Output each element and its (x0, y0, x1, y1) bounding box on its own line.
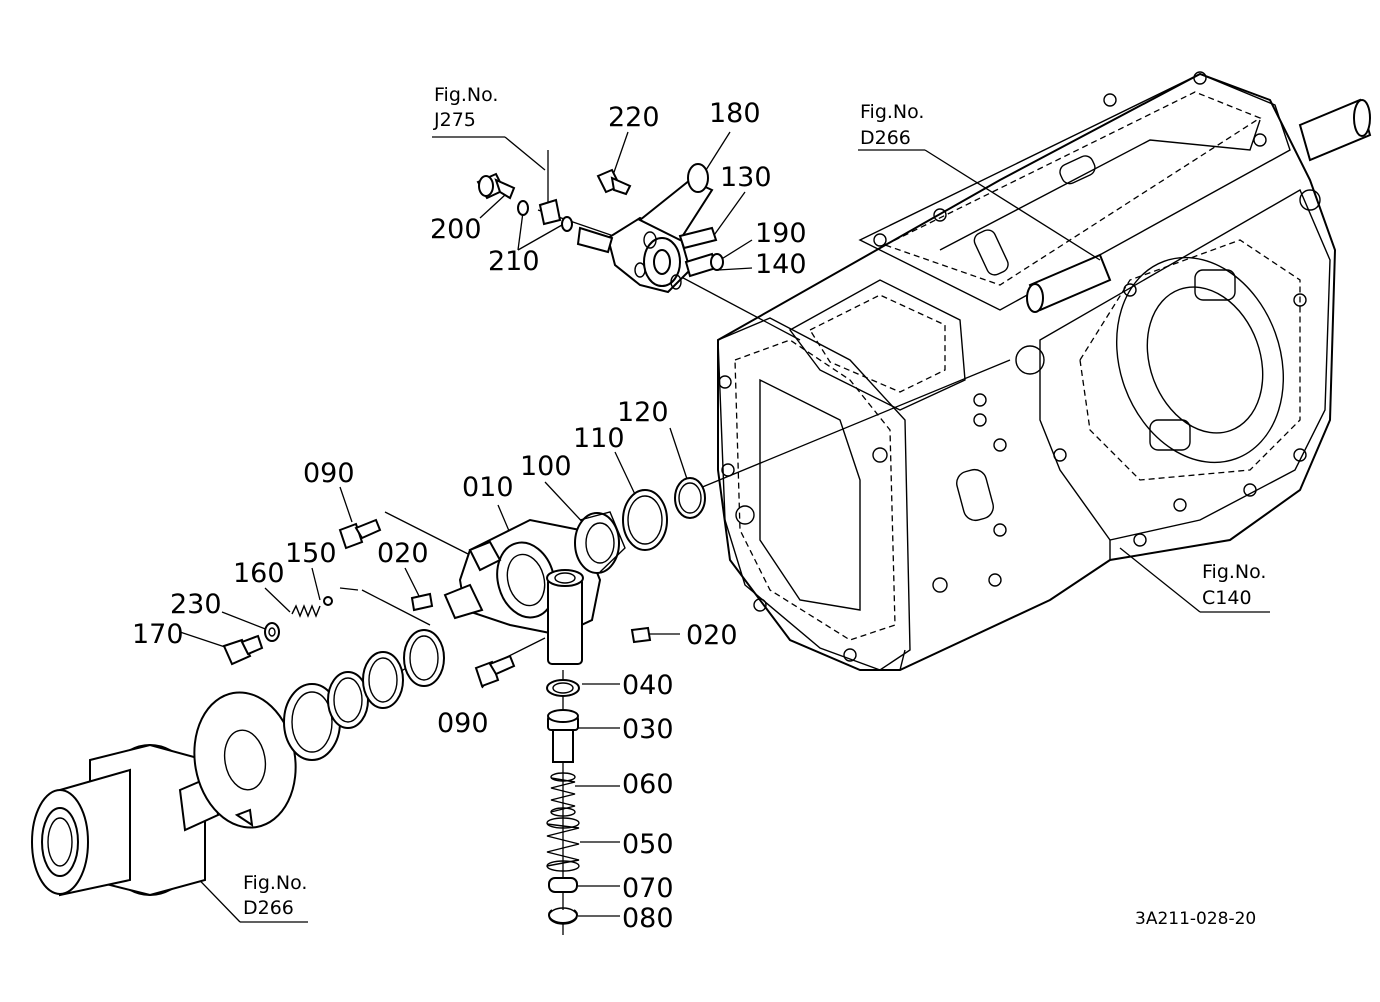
fig-ref-d266-bottom-title: Fig.No. (243, 872, 307, 894)
washer-230 (264, 622, 280, 642)
transmission-case (717, 71, 1372, 671)
fig-ref-j275-title: Fig.No. (434, 84, 498, 106)
drawing-code: 3A211-028-20 (1135, 909, 1256, 929)
label-190: 190 (755, 218, 807, 249)
oring-040 (546, 679, 580, 697)
valve-body (576, 163, 714, 294)
oring-190 (710, 253, 724, 271)
fig-ref-c140-title: Fig.No. (1202, 561, 1266, 583)
label-100: 100 (520, 451, 572, 482)
spacer-070 (548, 877, 578, 893)
fig-ref-j275-number: J275 (433, 109, 476, 131)
fig-ref-d266-bottom-number: D266 (243, 897, 294, 919)
ball-150 (323, 596, 333, 606)
spring-060 (550, 772, 576, 817)
pin-130 (678, 226, 718, 250)
fig-ref-c140: Fig.No. C140 (1202, 561, 1266, 609)
housing-010-assembly (222, 477, 706, 925)
bolt-090-upper (338, 518, 382, 550)
hub-d266 (31, 743, 220, 897)
label-110: 110 (573, 423, 625, 454)
part-labels: 220 180 130 190 140 200 210 120 110 100 … (132, 98, 807, 934)
lower-left-assembly (31, 629, 445, 897)
label-020-left: 020 (377, 538, 429, 569)
label-220: 220 (608, 102, 660, 133)
upper-valve-group (476, 163, 724, 294)
seal-ring-3 (362, 651, 404, 709)
label-070: 070 (622, 873, 674, 904)
label-030: 030 (622, 714, 674, 745)
bolt-220 (596, 168, 632, 196)
figure-references: Fig.No. J275 Fig.No. D266 Fig.No. C140 F… (243, 84, 1266, 919)
seal-ring-4 (403, 629, 445, 687)
label-150: 150 (285, 538, 337, 569)
label-040: 040 (622, 670, 674, 701)
plug-170 (222, 634, 264, 666)
label-170: 170 (132, 619, 184, 650)
fig-ref-j275: Fig.No. J275 (433, 84, 498, 131)
washer-210b (561, 216, 573, 232)
label-080: 080 (622, 903, 674, 934)
label-090-upper: 090 (303, 458, 355, 489)
label-120: 120 (617, 397, 669, 428)
label-130: 130 (720, 162, 772, 193)
fig-ref-d266-top-title: Fig.No. (860, 101, 924, 123)
label-230: 230 (170, 589, 222, 620)
label-180: 180 (709, 98, 761, 129)
label-210: 210 (488, 246, 540, 277)
label-140: 140 (755, 249, 807, 280)
label-050: 050 (622, 829, 674, 860)
bolt-090-lower (474, 654, 516, 688)
valve-bore-tube (547, 577, 583, 665)
fig-ref-d266-bottom: Fig.No. D266 (243, 872, 307, 919)
label-200: 200 (430, 214, 482, 245)
label-090-lower: 090 (437, 708, 489, 739)
label-160: 160 (233, 558, 285, 589)
label-010: 010 (462, 472, 514, 503)
label-060: 060 (622, 769, 674, 800)
spring-050 (546, 817, 580, 872)
fig-ref-d266-top: Fig.No. D266 (860, 101, 924, 149)
bearing-100 (574, 512, 620, 574)
label-020-right: 020 (686, 620, 738, 651)
fig-ref-d266-top-number: D266 (860, 127, 911, 149)
plug-020b (630, 626, 652, 644)
washer-210a (517, 200, 529, 216)
plug-020a (410, 592, 434, 612)
bolt-200 (476, 172, 516, 200)
fig-ref-c140-number: C140 (1202, 587, 1252, 609)
snap-ring-110 (622, 489, 668, 551)
spool-030 (547, 709, 579, 763)
spring-160 (291, 604, 321, 618)
